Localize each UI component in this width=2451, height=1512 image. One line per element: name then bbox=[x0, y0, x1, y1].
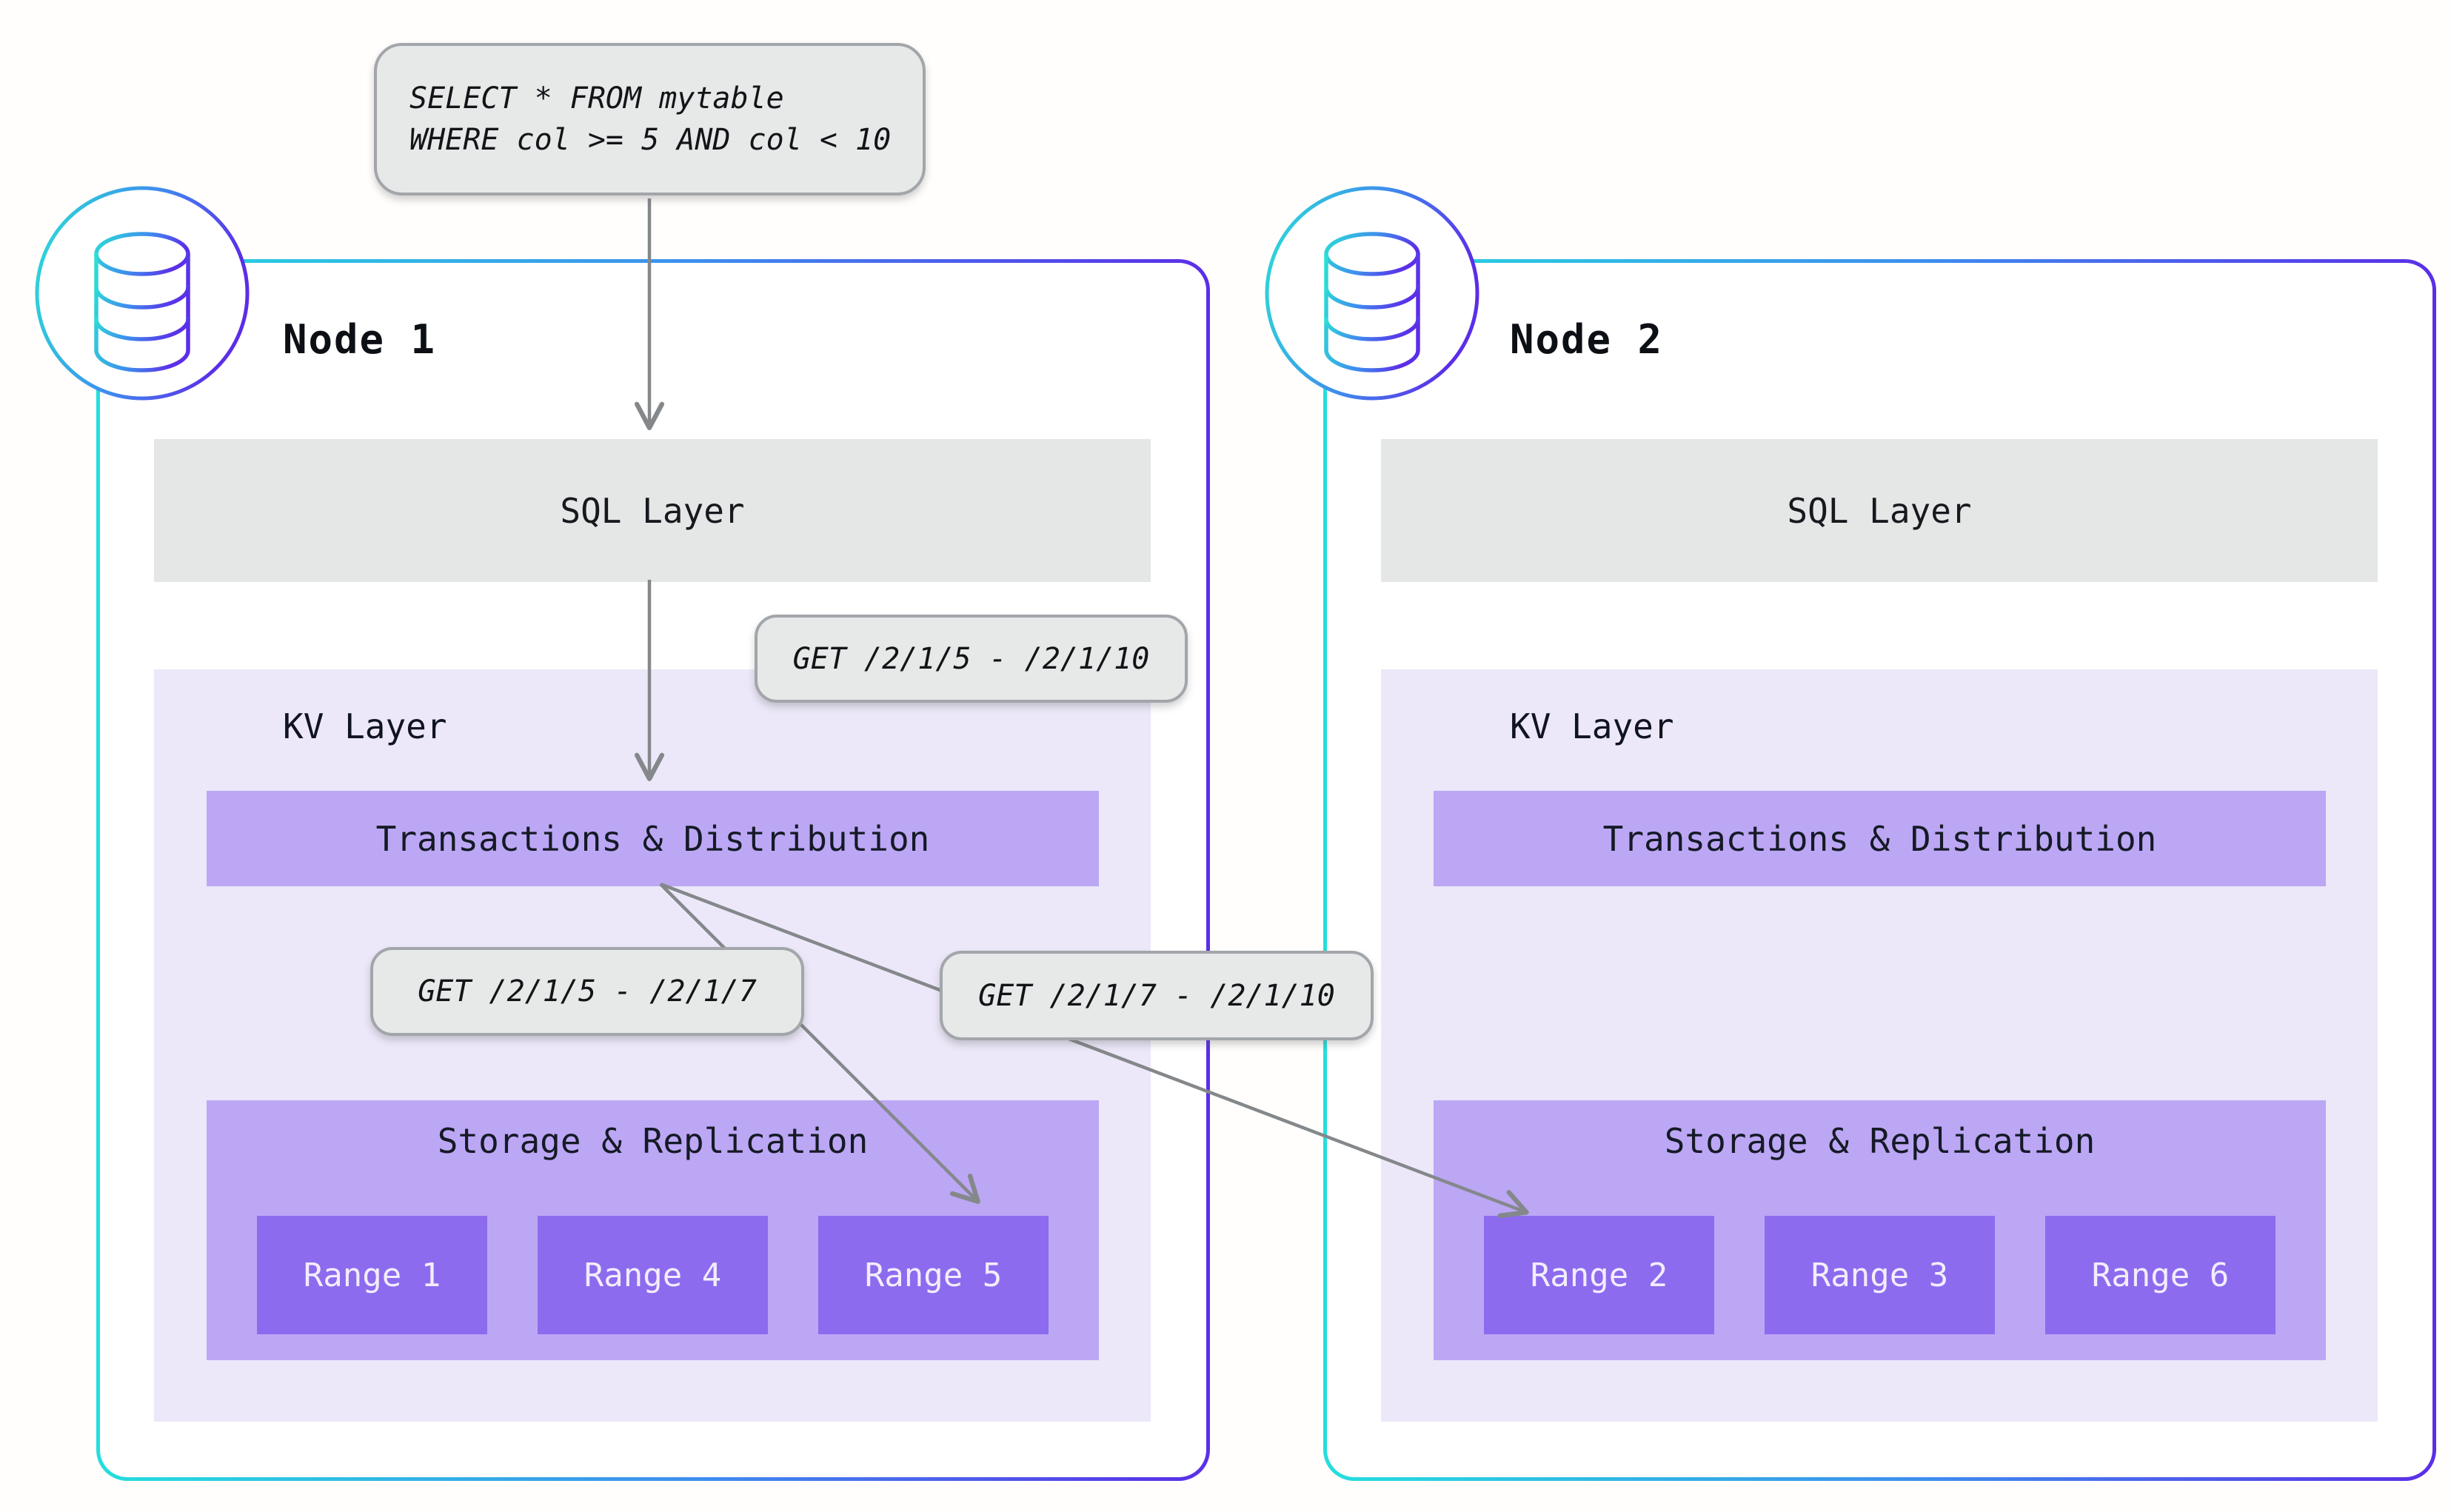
node-2-sql-layer-box: SQL Layer bbox=[1381, 439, 2378, 582]
range-box: Range 5 bbox=[818, 1216, 1049, 1334]
node-2-kv-layer-label: KV Layer bbox=[1510, 706, 1674, 746]
node-1-storage-label: Storage & Replication bbox=[437, 1121, 869, 1161]
node-2-kv-layer-box: KV Layer Transactions & Distribution Sto… bbox=[1381, 669, 2378, 1422]
range-box: Range 6 bbox=[2045, 1216, 2276, 1334]
sql-query-line-1: SELECT * FROM mytable bbox=[409, 81, 784, 116]
range-box: Range 1 bbox=[257, 1216, 487, 1334]
node-1-kv-layer-label: KV Layer bbox=[283, 706, 447, 746]
database-icon bbox=[35, 186, 250, 401]
node-1-kv-layer-box: KV Layer Transactions & Distribution Sto… bbox=[154, 669, 1151, 1422]
node-2-title: Node 2 bbox=[1510, 316, 1664, 363]
get-request-label-full-span: GET /2/1/5 - /2/1/10 bbox=[755, 615, 1188, 703]
sql-query-label: SELECT * FROM mytable WHERE col >= 5 AND… bbox=[374, 43, 926, 195]
node-2-transactions-label: Transactions & Distribution bbox=[1602, 818, 2157, 859]
node-1-transactions-label: Transactions & Distribution bbox=[375, 818, 930, 859]
node-2-container: Node 2 SQL Layer KV Layer Transactions &… bbox=[1323, 259, 2436, 1481]
sql-query-line-2: WHERE col >= 5 AND col < 10 bbox=[409, 123, 892, 157]
get-request-label-range5: GET /2/1/5 - /2/1/7 bbox=[370, 947, 804, 1036]
node-1-container: Node 1 SQL Layer KV Layer Transactions &… bbox=[96, 259, 1210, 1481]
node-2-storage-label: Storage & Replication bbox=[1664, 1121, 2096, 1161]
node-1-sql-layer-label: SQL Layer bbox=[560, 490, 745, 531]
database-icon bbox=[1265, 186, 1479, 401]
node-1-sql-layer-box: SQL Layer bbox=[154, 439, 1151, 582]
node-1-transactions-bar: Transactions & Distribution bbox=[207, 791, 1099, 886]
node-1-storage-box: Storage & Replication Range 1 Range 4 Ra… bbox=[207, 1100, 1099, 1360]
node-2-transactions-bar: Transactions & Distribution bbox=[1434, 791, 2326, 886]
get-request-label-range2: GET /2/1/7 - /2/1/10 bbox=[940, 951, 1374, 1040]
node-2-sql-layer-label: SQL Layer bbox=[1787, 490, 1972, 531]
range-box: Range 3 bbox=[1765, 1216, 1995, 1334]
range-box: Range 2 bbox=[1484, 1216, 1714, 1334]
range-box: Range 4 bbox=[538, 1216, 768, 1334]
node-2-storage-box: Storage & Replication Range 2 Range 3 Ra… bbox=[1434, 1100, 2326, 1360]
node-1-title: Node 1 bbox=[283, 316, 437, 363]
